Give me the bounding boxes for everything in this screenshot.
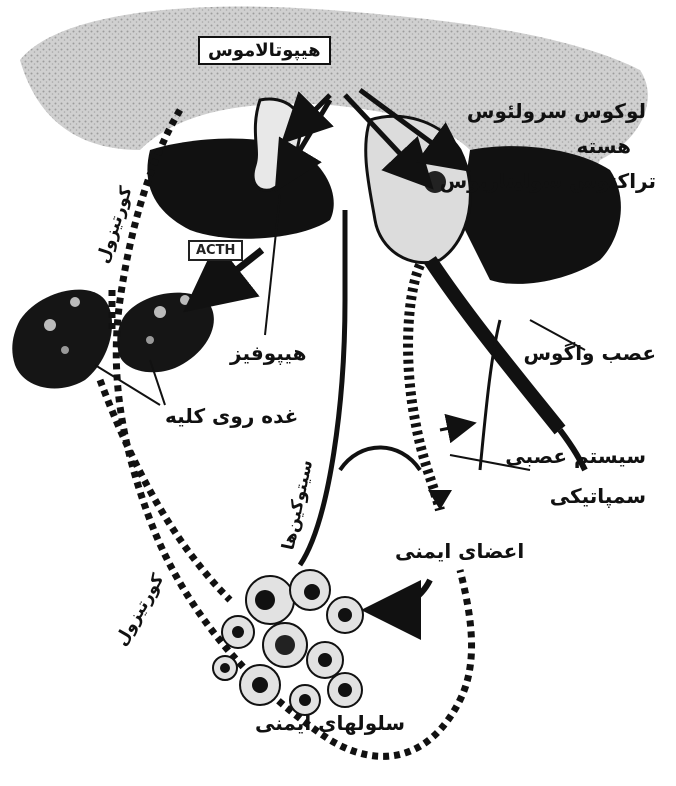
immune-cells-cluster	[213, 570, 363, 715]
tractus-solitarius-label: تراکتوس سولیتاریوس	[440, 170, 656, 192]
adrenal-gland-left	[12, 290, 112, 389]
pons-dark-region	[460, 146, 621, 284]
locus-coeruleus-label: لوکوس سرولئوس	[467, 100, 646, 122]
immune-cells-label: سلولهای ایمنی	[255, 712, 405, 734]
hypophysis-label: هیپوفیز	[230, 342, 306, 364]
cytokines-path	[300, 210, 345, 565]
hypothalamus-label: هیپوتالاموس	[198, 36, 331, 65]
acth-label: ACTH	[188, 240, 243, 261]
immune-organs-label: اعضای ایمنی	[395, 540, 524, 562]
sympathetic-dashed-line	[408, 265, 440, 510]
vagus-nerve-label: عصب واگوس	[523, 342, 656, 364]
adrenal-gland-label: غده روی کلیه	[165, 405, 298, 427]
sympathetic-label-line1: سیستم عصبی	[505, 445, 646, 467]
adrenal-gland-right	[117, 293, 214, 373]
nucleus-label: هسته	[576, 135, 631, 157]
sympathetic-label-line2: سمپاتیکی	[550, 485, 646, 507]
brainstem-dark-region	[147, 138, 333, 238]
